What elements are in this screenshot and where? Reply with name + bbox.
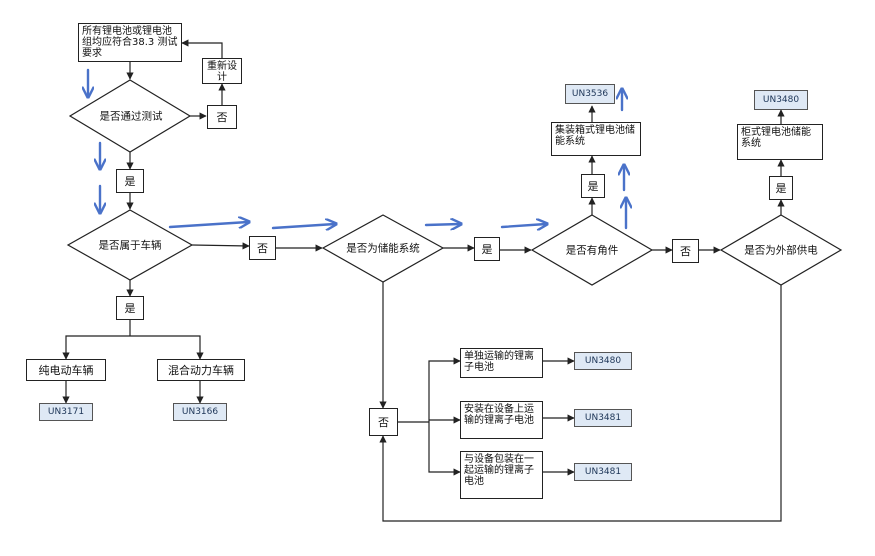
yes-external-label: 是 (769, 176, 793, 200)
edge-split-left (62, 335, 130, 360)
yes-corner-label: 是 (581, 174, 605, 198)
diamond-is-vehicle-label: 是否属于车辆 (98, 239, 162, 252)
edge-branch-with (428, 422, 461, 476)
un3166-label: UN3166 (173, 403, 227, 421)
single-battery-box: 单独运输的锂离子电池 (460, 348, 543, 378)
edge-branch-single (428, 357, 461, 422)
diamond-test-pass-label: 是否通过测试 (99, 110, 163, 123)
no-ess-label: 否 (369, 408, 398, 436)
diamond-has-corner-label: 是否有角件 (565, 244, 619, 257)
yes-ess-label: 是 (474, 237, 500, 261)
un3481-a-label: UN3481 (574, 409, 632, 427)
redesign-box: 重新设计 (202, 58, 242, 84)
yes-test-label: 是 (116, 169, 144, 193)
edge-split-right (130, 335, 204, 360)
start-requirement-box: 所有锂电池或锂电池组均应符合38.3 测试要求 (78, 23, 182, 62)
un3480-mid-label: UN3480 (574, 352, 632, 370)
cabinet-ess-box: 柜式锂电池储能系统 (737, 124, 823, 160)
in-equipment-box: 安装在设备上运输的锂离子电池 (460, 401, 543, 439)
yes-vehicle-label: 是 (116, 296, 144, 320)
no-redesign-label: 否 (207, 105, 237, 129)
un3171-label: UN3171 (39, 403, 93, 421)
edge-external-loop (379, 285, 782, 522)
container-ess-box: 集装箱式锂电池储能系统 (551, 122, 641, 156)
edge-vehicle-no (191, 242, 250, 250)
no-vehicle-label: 否 (249, 236, 276, 260)
highlight-arrow (271, 224, 335, 228)
diamond-external-power-label: 是否为外部供电 (744, 244, 818, 257)
diamond-has-corner (530, 214, 654, 286)
highlight-arrow (500, 224, 546, 227)
highlight-arrow (424, 224, 460, 225)
with-equipment-box: 与设备包装在一起运输的锂离子电池 (460, 451, 543, 499)
no-corner-label: 否 (672, 239, 699, 263)
diamond-is-ess-label: 是否为储能系统 (346, 242, 420, 255)
un3481-b-label: UN3481 (574, 463, 632, 481)
highlight-arrow (168, 222, 248, 227)
hybrid-ev-box: 混合动力车辆 (157, 359, 245, 381)
edge-redesign-start (181, 39, 223, 58)
pure-ev-box: 纯电动车辆 (26, 359, 106, 381)
un3536-label: UN3536 (565, 84, 615, 104)
un3480-top-label: UN3480 (754, 90, 808, 110)
